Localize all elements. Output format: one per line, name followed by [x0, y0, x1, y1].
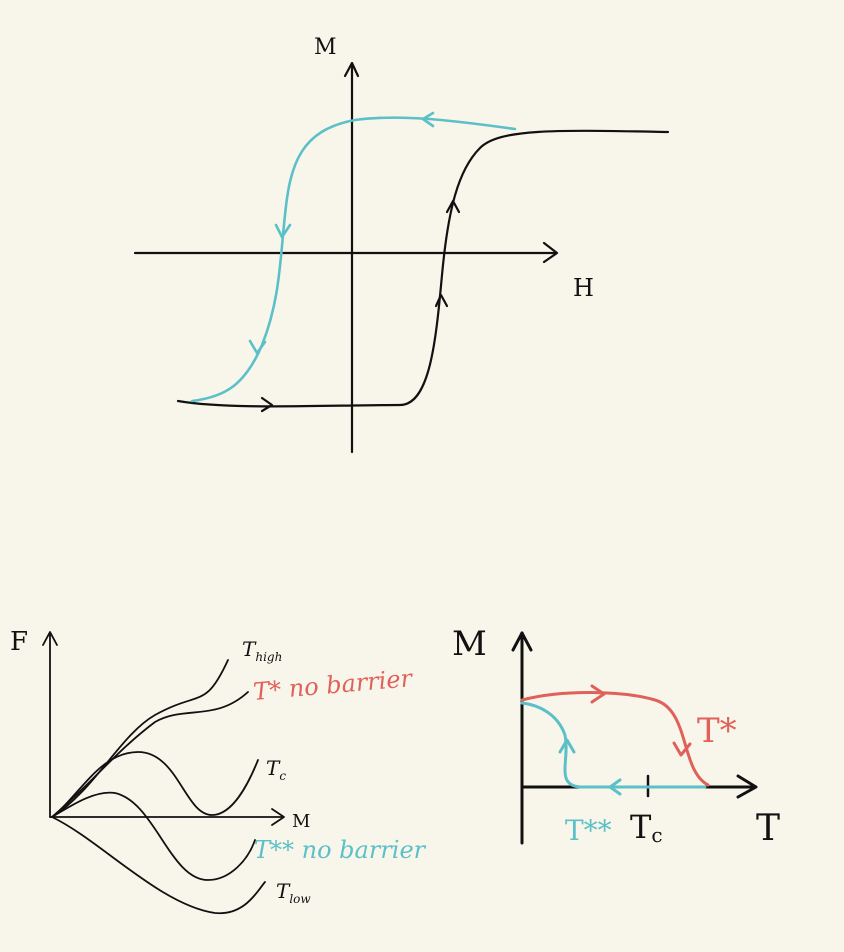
- mt-t-label: T: [756, 808, 780, 849]
- mt-red-arrow-right: [590, 684, 606, 704]
- mt-tc-label: Tc: [630, 808, 663, 847]
- free-energy-m-label: M: [292, 811, 310, 832]
- hysteresis-arrow-up-2: [445, 199, 461, 214]
- hysteresis-m-label: M: [314, 35, 337, 60]
- free-energy-f-axis-arrow: [42, 631, 58, 646]
- curve-t-high: [51, 659, 229, 818]
- hysteresis-arrow-left: [421, 111, 435, 128]
- hysteresis-arrow-right: [260, 396, 274, 413]
- magnetization-temperature-diagram: M T Tc T* T**: [452, 624, 780, 849]
- curve-t-low: [51, 816, 266, 914]
- hysteresis-h-label: H: [573, 274, 594, 302]
- label-t-low: Tlow: [276, 879, 311, 906]
- mt-t-axis-arrow: [736, 774, 758, 799]
- curve-t-star: [51, 691, 249, 818]
- free-energy-f-label: F: [10, 627, 28, 657]
- hysteresis-arrow-down-1: [274, 223, 292, 239]
- mt-blue-arrow-up: [558, 738, 576, 754]
- mt-blue-label: T**: [565, 814, 612, 847]
- mt-red-curve: [520, 691, 710, 787]
- label-t-double-star: T** no barrier: [254, 836, 427, 864]
- hysteresis-m-axis-arrow: [343, 61, 360, 78]
- label-t-c: Tc: [266, 756, 286, 783]
- curve-t-c: [51, 751, 259, 818]
- hysteresis-diagram: M H: [133, 35, 670, 454]
- hysteresis-arrow-down-2: [248, 339, 267, 355]
- mt-red-arrow-down: [672, 741, 692, 757]
- mt-blue-arrow-left: [608, 778, 622, 796]
- free-energy-m-axis-arrow: [271, 808, 285, 826]
- mt-m-label: M: [452, 624, 487, 664]
- mt-red-label: T*: [697, 711, 737, 751]
- label-t-high: Thigh: [242, 637, 282, 664]
- mt-blue-curve: [520, 701, 707, 789]
- hysteresis-descending-branch: [190, 116, 517, 403]
- hysteresis-h-axis-arrow: [542, 241, 559, 264]
- label-t-star: T* no barrier: [252, 664, 414, 706]
- free-energy-diagram: F M Thigh T* no barrier Tc T** no barrie…: [10, 627, 427, 914]
- curve-t-double-star: [51, 791, 256, 881]
- hysteresis-ascending-branch: [176, 129, 670, 408]
- hysteresis-arrow-up-1: [434, 293, 449, 308]
- mt-m-axis-arrow: [511, 631, 533, 652]
